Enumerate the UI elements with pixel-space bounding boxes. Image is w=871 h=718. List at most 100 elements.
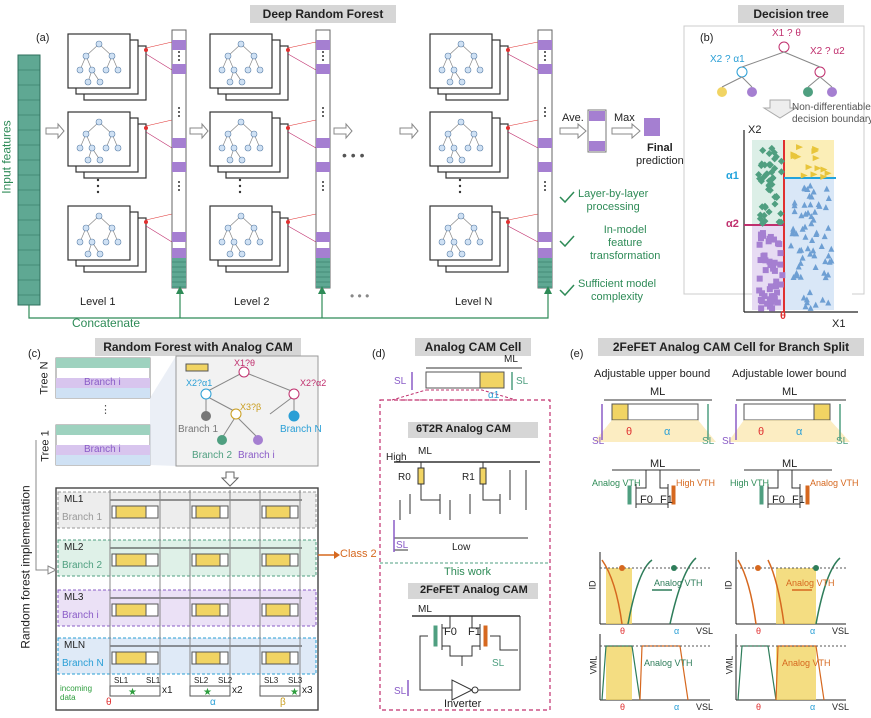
panel-label-a: (a) bbox=[36, 32, 50, 44]
svg-text:★: ★ bbox=[290, 687, 299, 698]
e-plot-label: α bbox=[810, 626, 816, 636]
header-analog-cam-cell: Analog CAM Cell bbox=[415, 338, 531, 356]
d-ml-2: ML bbox=[418, 446, 432, 457]
d-f1: F1 bbox=[468, 626, 481, 638]
e-plot-label: α bbox=[810, 702, 816, 712]
d-ml-3: ML bbox=[418, 604, 432, 615]
cam-row-ml: ML3 bbox=[64, 592, 84, 603]
e-f0-1: F0 bbox=[640, 494, 653, 506]
x-label: x1 bbox=[162, 685, 173, 696]
header-2fefet-cell: 2FeFET Analog CAM Cell for Branch Split bbox=[598, 338, 864, 356]
t2r-header: 6T2R Analog CAM bbox=[416, 423, 511, 435]
d-high: High bbox=[386, 452, 407, 463]
axis-y-label: X2 bbox=[748, 124, 762, 136]
e-plot-label: θ bbox=[620, 702, 626, 712]
d-sl-left: SL bbox=[394, 376, 407, 387]
header-deep-random-forest: Deep Random Forest bbox=[250, 5, 396, 23]
cam-row-ml: ML1 bbox=[64, 494, 84, 505]
d-sl-4: SL bbox=[492, 658, 505, 669]
x-label: x2 bbox=[232, 685, 243, 696]
concatenate-label: Concatenate bbox=[72, 316, 141, 330]
node-root: X1?θ bbox=[234, 358, 256, 368]
benefit-2-line-3: transformation bbox=[590, 250, 661, 262]
tree-right-label: X2 ? α2 bbox=[810, 46, 845, 57]
sl-label: SL1 bbox=[114, 676, 129, 685]
max-label: Max bbox=[614, 112, 635, 124]
e-plot-label: VSL bbox=[832, 626, 850, 636]
cam-row-branch: Branch 1 bbox=[62, 512, 103, 523]
level-n-label: Level N bbox=[455, 296, 493, 308]
e-plot-label: α bbox=[674, 626, 680, 636]
e-theta-1: θ bbox=[626, 426, 633, 438]
alpha1-label: α1 bbox=[726, 170, 739, 182]
benefit-3-line-1: Sufficient model bbox=[578, 278, 657, 290]
benefit-3: Sufficient model complexity bbox=[578, 278, 656, 304]
header-decision-tree: Decision tree bbox=[738, 5, 844, 23]
e-f1-2: F1 bbox=[792, 494, 805, 506]
final-line-1: Final bbox=[647, 142, 673, 154]
threshold-label: θ bbox=[106, 697, 112, 708]
cam-row-ml: ML2 bbox=[64, 542, 84, 553]
final-line-2: prediction bbox=[636, 155, 684, 167]
tree-branch-i: Branch i bbox=[238, 450, 275, 461]
sl-label: SL3 bbox=[288, 676, 303, 685]
alpha2-label: α2 bbox=[726, 218, 739, 230]
svg-text:• • •: • • • bbox=[350, 289, 369, 303]
e-ml-3: ML bbox=[650, 458, 666, 470]
sl-label: SL1 bbox=[146, 676, 161, 685]
e-plot-label: ID bbox=[723, 580, 734, 590]
cam-rows bbox=[57, 491, 317, 675]
header-rf-analog-cam: Random Forest with Analog CAM bbox=[95, 338, 301, 356]
d-sl-3: SL bbox=[396, 540, 409, 551]
e-sl-2: SL bbox=[702, 436, 715, 447]
benefit-2-line-2: feature bbox=[608, 237, 643, 249]
node-mid: X3?β bbox=[240, 402, 262, 412]
e-ml-1: ML bbox=[650, 386, 666, 398]
tree-stacks bbox=[45, 29, 553, 289]
cam-row-branch: Branch i bbox=[62, 610, 99, 621]
node-left: X2?α1 bbox=[186, 378, 213, 388]
e-sl-1: SL bbox=[592, 436, 605, 447]
e-plot-label: VSL bbox=[696, 702, 714, 712]
benefit-1-line-1: Layer-by-layer bbox=[578, 188, 649, 200]
class-2-label: Class 2 bbox=[340, 548, 377, 560]
svg-text:★: ★ bbox=[128, 687, 137, 698]
theta-label: θ bbox=[780, 310, 786, 322]
panel-label-d: (d) bbox=[372, 348, 386, 360]
benefit-2-line-1: In-model bbox=[603, 224, 647, 236]
e-plot-label: ID bbox=[587, 580, 598, 590]
level-1-label: Level 1 bbox=[80, 296, 116, 308]
fefet-cam-header: 2FeFET Analog CAM bbox=[420, 584, 528, 596]
e-plot-label: θ bbox=[756, 702, 762, 712]
upper-bound-label: Adjustable upper bound bbox=[594, 368, 711, 380]
e-plot-label: VML bbox=[724, 655, 735, 675]
e-plot-label: θ bbox=[756, 626, 762, 636]
cam-row-ml: MLN bbox=[64, 640, 86, 651]
sl-label: SL2 bbox=[218, 676, 233, 685]
e-analog-vth-1: Analog VTH bbox=[592, 478, 641, 488]
e-f0-2: F0 bbox=[772, 494, 785, 506]
e-plot-label: VSL bbox=[696, 626, 714, 636]
e-plot-label: VML bbox=[588, 655, 599, 675]
benefit-3-line-2: complexity bbox=[591, 291, 644, 303]
e-ml-2: ML bbox=[782, 386, 798, 398]
this-work-label: This work bbox=[444, 566, 492, 578]
tree-branch-n: Branch N bbox=[280, 424, 322, 435]
axis-x-label: X1 bbox=[832, 318, 846, 330]
sl-label: SL2 bbox=[194, 676, 209, 685]
benefit-1: Layer-by-layer processing bbox=[578, 188, 648, 214]
e-theta-2: θ bbox=[758, 426, 765, 438]
e-plots bbox=[599, 552, 846, 701]
panel-label-c: (c) bbox=[28, 348, 41, 360]
nondiff-line-2: decision boundary bbox=[792, 114, 871, 125]
incoming-line-2: data bbox=[60, 693, 76, 702]
incoming-line-1: incoming bbox=[60, 684, 93, 693]
sl-label: SL3 bbox=[264, 676, 279, 685]
d-inverter: Inverter bbox=[444, 698, 482, 710]
e-sl-4: SL bbox=[836, 436, 849, 447]
svg-text:• • •: • • • bbox=[342, 147, 365, 163]
